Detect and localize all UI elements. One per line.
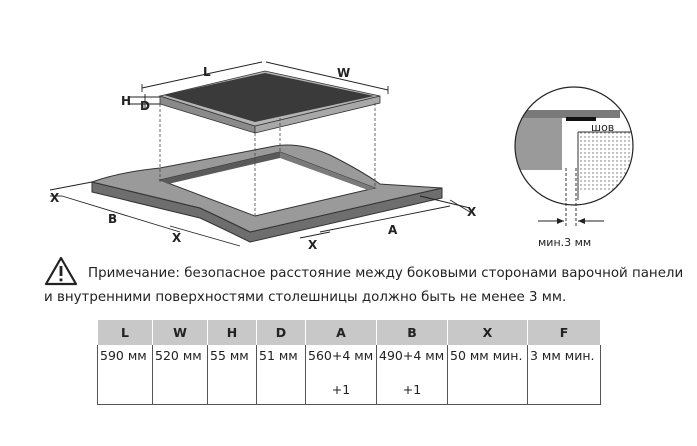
dimensions-table: L W H D A B X F 590 мм 520 мм 55 мм 51 м… [97, 320, 601, 405]
cell-L-2 [97, 374, 153, 405]
label-B: B [108, 212, 117, 226]
countertop [90, 144, 443, 243]
label-X-front: X [308, 238, 318, 252]
projection-lines [159, 103, 376, 216]
label-L: L [203, 65, 211, 79]
label-X-right: X [467, 205, 477, 219]
label-D: D [140, 99, 150, 113]
gap-detail [514, 86, 634, 228]
header-A: A [305, 320, 377, 345]
cell-B: 490+4 мм [376, 345, 448, 374]
cell-H: 55 мм [207, 345, 257, 374]
table-row: +1 +1 [97, 374, 601, 405]
label-X-bottom: X [172, 231, 182, 245]
safety-note: Примечание: безопасное расстояние между … [44, 262, 684, 310]
cell-D-2 [256, 374, 306, 405]
seam-label: шов [591, 121, 614, 134]
cell-X: 50 мм мин. [447, 345, 528, 374]
header-D: D [256, 320, 306, 345]
table-row: 590 мм 520 мм 55 мм 51 мм 560+4 мм 490+4… [97, 345, 601, 374]
cell-W: 520 мм [152, 345, 208, 374]
label-A: A [388, 223, 398, 237]
header-F: F [527, 320, 601, 345]
note-line-2: и внутренними поверхностями столешницы д… [44, 290, 567, 305]
cell-D: 51 мм [256, 345, 306, 374]
header-H: H [207, 320, 257, 345]
cell-H-2 [207, 374, 257, 405]
label-H: H [121, 94, 131, 108]
cell-A: 560+4 мм [305, 345, 377, 374]
header-B: B [376, 320, 448, 345]
cell-F: 3 мм мин. [527, 345, 601, 374]
warning-icon [44, 256, 78, 286]
header-W: W [152, 320, 208, 345]
note-line-1: Примечание: безопасное расстояние между … [88, 266, 684, 281]
header-X: X [447, 320, 528, 345]
cell-B-2: +1 [376, 374, 448, 405]
label-X-left: X [50, 191, 60, 205]
label-W: W [337, 66, 350, 80]
dimension-lines [49, 61, 471, 247]
cell-A-2: +1 [305, 374, 377, 405]
min-gap-label: мин.3 мм [538, 236, 591, 249]
cell-F-2 [527, 374, 601, 405]
cell-W-2 [152, 374, 208, 405]
header-L: L [97, 320, 153, 345]
cell-X-2 [447, 374, 528, 405]
cell-L: 590 мм [97, 345, 153, 374]
hob-panel [158, 70, 381, 134]
table-header-row: L W H D A B X F [97, 320, 601, 345]
